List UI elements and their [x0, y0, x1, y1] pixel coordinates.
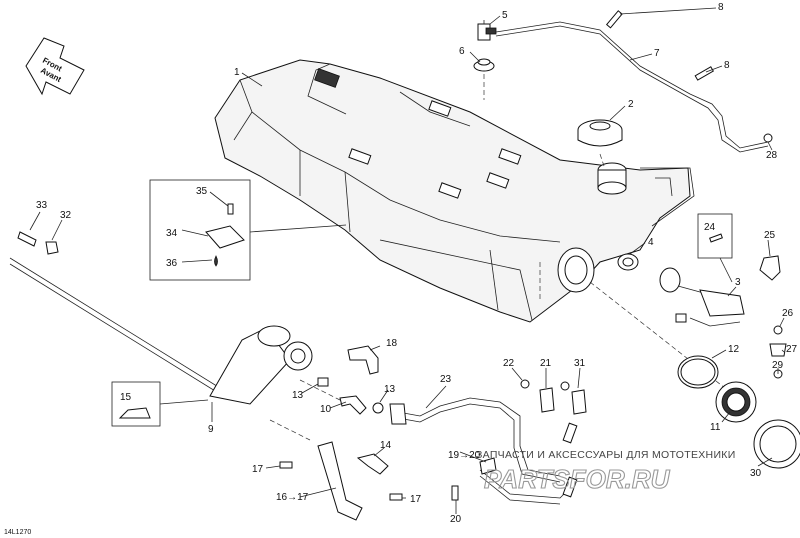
callout-16-17: 16→17	[276, 492, 309, 503]
bracket-21	[539, 387, 555, 413]
clip-14	[356, 453, 389, 475]
fuel-hose-23	[397, 397, 561, 477]
clamp-hose	[562, 422, 578, 444]
nut-32	[45, 241, 59, 255]
callout-21: 21	[540, 358, 552, 369]
callout-26: 26	[782, 308, 794, 319]
adhesive-36	[214, 255, 218, 267]
tube-20	[451, 485, 459, 501]
bracket-34	[205, 225, 245, 249]
quick-connect-23	[389, 403, 407, 425]
ring-30	[753, 419, 800, 469]
lock-ring-11	[715, 381, 757, 423]
callout-17a: 17	[252, 464, 264, 475]
callout-27: 27	[786, 344, 798, 355]
leader-lines	[29, 7, 785, 514]
callout-7: 7	[654, 48, 660, 59]
fuel-pump	[209, 325, 313, 405]
screw-21	[560, 381, 570, 391]
fuel-line-16	[317, 441, 363, 521]
callout-14: 14	[380, 440, 392, 451]
callout-20: 20	[450, 514, 462, 525]
clip-13b	[372, 402, 384, 414]
inset-box-34-36	[149, 179, 251, 281]
plug-28	[763, 133, 773, 143]
fuel-cap	[577, 119, 623, 147]
grommet	[473, 58, 495, 72]
screw-22	[520, 379, 530, 389]
callout-13a: 13	[292, 390, 304, 401]
callout-31: 31	[574, 358, 586, 369]
callout-23: 23	[440, 374, 452, 385]
fuel-level-sensor	[659, 267, 745, 327]
inset-box-24	[697, 213, 733, 259]
callout-36: 36	[166, 258, 178, 269]
callout-4: 4	[648, 237, 654, 248]
hose-18	[347, 345, 379, 375]
callout-19-20: 19→20	[448, 450, 481, 461]
clamp-hose-b	[562, 476, 578, 498]
clamp-8a	[605, 10, 623, 29]
callout-25: 25	[764, 230, 776, 241]
callout-22: 22	[503, 358, 515, 369]
callout-3: 3	[735, 277, 741, 288]
clamp-17a	[279, 461, 293, 469]
callout-1: 1	[234, 67, 240, 78]
callout-17b: 17	[410, 494, 422, 505]
vent-hose	[495, 21, 769, 149]
watermark: ЗАПЧАСТИ И АКСЕССУАРЫ ДЛЯ МОТОТЕХНИКИ PA…	[476, 449, 736, 495]
callout-11: 11	[710, 422, 721, 433]
clip-13a	[317, 377, 329, 387]
callout-15: 15	[120, 392, 132, 403]
callout-labels: 1 2 3 4 5 6 7 8 8 9 10 11 12 13 13 14 15…	[36, 2, 798, 525]
watermark-tagline: ЗАПЧАСТИ И АКСЕССУАРЫ ДЛЯ МОТОТЕХНИКИ	[476, 449, 736, 461]
callout-33: 33	[36, 200, 48, 211]
callout-29: 29	[772, 360, 784, 371]
screw-26	[773, 325, 783, 335]
callout-6: 6	[459, 46, 465, 57]
callout-9: 9	[208, 424, 214, 435]
screw-35	[227, 203, 234, 215]
callout-5: 5	[502, 10, 508, 21]
clamp-8b	[694, 66, 714, 81]
callout-30: 30	[750, 468, 762, 479]
elbow-10	[339, 395, 367, 415]
clamp-17b	[389, 493, 403, 501]
callout-12: 12	[728, 344, 740, 355]
callout-24: 24	[704, 222, 716, 233]
callout-32: 32	[60, 210, 72, 221]
callout-34: 34	[166, 228, 178, 239]
callout-13b: 13	[384, 384, 396, 395]
inset-box-15	[111, 381, 161, 427]
watermark-logo: PARTSFOR.RU	[484, 464, 671, 494]
bracket-31	[571, 389, 587, 415]
callout-18: 18	[386, 338, 398, 349]
bracket-27	[769, 343, 787, 357]
callout-28: 28	[766, 150, 778, 161]
callout-8b: 8	[724, 60, 730, 71]
callout-2: 2	[628, 99, 634, 110]
hose-25	[759, 255, 781, 281]
callout-8a: 8	[718, 2, 724, 13]
callout-10: 10	[320, 404, 332, 415]
seal-4	[617, 253, 639, 271]
fuel-tank	[214, 59, 695, 323]
connector-19	[479, 457, 497, 475]
vent-valve	[477, 20, 497, 41]
callout-35: 35	[196, 186, 208, 197]
diagram-reference-code: 14L1270	[4, 529, 31, 536]
screw-33	[17, 231, 37, 247]
front-direction-arrow: Front Avant	[25, 37, 85, 96]
